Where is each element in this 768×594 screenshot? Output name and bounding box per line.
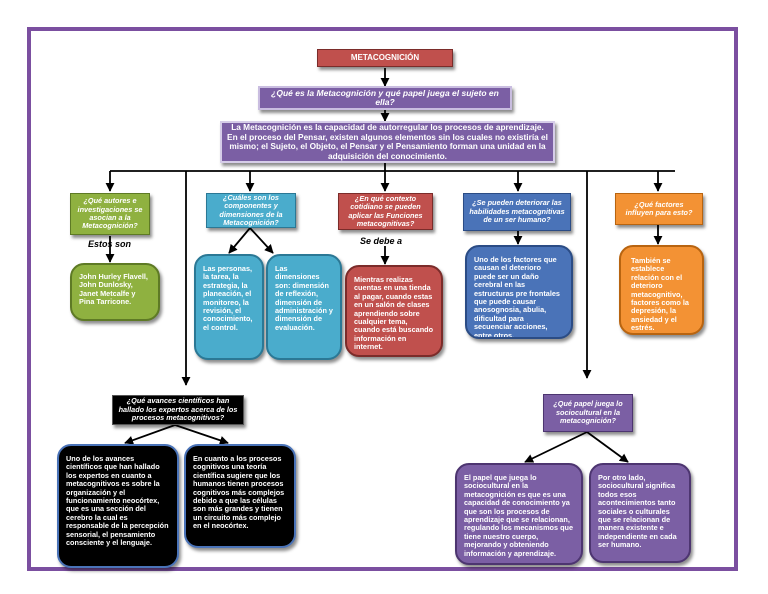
advances-question-box: ¿Qué avances científicos han hallado los… — [112, 395, 244, 425]
sociocultural-answer-right-text: Por otro lado, sociocultural significa t… — [598, 473, 677, 550]
title-text: METACOGNICIÓN — [350, 52, 420, 62]
context-connector-label: Se debe a — [360, 236, 403, 246]
authors-question-box: ¿Qué autores e investigaciones se asocia… — [70, 193, 150, 235]
factors-answer-box: También se establece relación con el det… — [619, 245, 704, 335]
definition-text: La Metacognición es la capacidad de auto… — [227, 122, 548, 161]
authors-connector-label: Estos son — [88, 239, 132, 249]
components-answer-left-box: Las personas, la tarea, la estrategia, l… — [194, 254, 264, 360]
authors-answer-box: John Hurley Flavell, John Dunlosky, Jane… — [70, 263, 160, 321]
advances-answer-left-box: Uno de los avances científicos que han h… — [57, 444, 179, 568]
factors-question-text: ¿Qué factores influyen para esto? — [625, 199, 693, 217]
advances-answer-right-text: En cuanto a los procesos cognitivos una … — [193, 454, 285, 531]
components-question-box: ¿Cuáles son los componentes y dimensione… — [206, 193, 296, 228]
authors-answer-text: John Hurley Flavell, John Dunlosky, Jane… — [79, 272, 148, 307]
advances-answer-right-box: En cuanto a los procesos cognitivos una … — [184, 444, 296, 548]
main-question-text: ¿Qué es la Metacognición y qué papel jue… — [271, 87, 499, 107]
context-answer-box: Mientras realizas cuentas en una tienda … — [345, 265, 443, 357]
context-question-box: ¿En qué contexto cotidiano se pueden apl… — [338, 193, 433, 230]
deteriorate-question-box: ¿Se pueden deteriorar las habilidades me… — [463, 193, 571, 231]
components-question-text: ¿Cuáles son los componentes y dimensione… — [219, 193, 283, 227]
advances-question-text: ¿Qué avances científicos han hallado los… — [118, 396, 238, 423]
components-answer-right-box: Las dimensiones son: dimensión de reflex… — [266, 254, 342, 360]
deteriorate-question-text: ¿Se pueden deteriorar las habilidades me… — [469, 198, 565, 225]
deteriorate-answer-text: Uno de los factores que causan el deteri… — [474, 255, 560, 339]
definition-box: La Metacognición es la capacidad de auto… — [220, 121, 555, 163]
authors-question-text: ¿Qué autores e investigaciones se asocia… — [77, 196, 143, 231]
sociocultural-answer-right-box: Por otro lado, sociocultural significa t… — [589, 463, 691, 563]
components-answer-left-text: Las personas, la tarea, la estrategia, l… — [203, 264, 253, 332]
title-box: METACOGNICIÓN — [317, 49, 453, 67]
components-answer-right-text: Las dimensiones son: dimensión de reflex… — [275, 264, 333, 332]
deteriorate-answer-box: Uno de los factores que causan el deteri… — [465, 245, 573, 339]
context-answer-text: Mientras realizas cuentas en una tienda … — [354, 275, 434, 352]
advances-answer-left-text: Uno de los avances científicos que han h… — [66, 454, 169, 548]
factors-answer-text: También se establece relación con el det… — [631, 256, 689, 333]
sociocultural-question-box: ¿Qué papel juega lo sociocultural en la … — [543, 394, 633, 432]
main-question-box: ¿Qué es la Metacognición y qué papel jue… — [258, 86, 512, 110]
sociocultural-question-text: ¿Qué papel juega lo sociocultural en la … — [553, 399, 623, 426]
context-question-text: ¿En qué contexto cotidiano se pueden apl… — [348, 193, 423, 228]
sociocultural-answer-left-box: El papel que juega lo sociocultural en l… — [455, 463, 583, 565]
factors-question-box: ¿Qué factores influyen para esto? — [615, 193, 703, 225]
sociocultural-answer-left-text: El papel que juega lo sociocultural en l… — [464, 473, 574, 558]
